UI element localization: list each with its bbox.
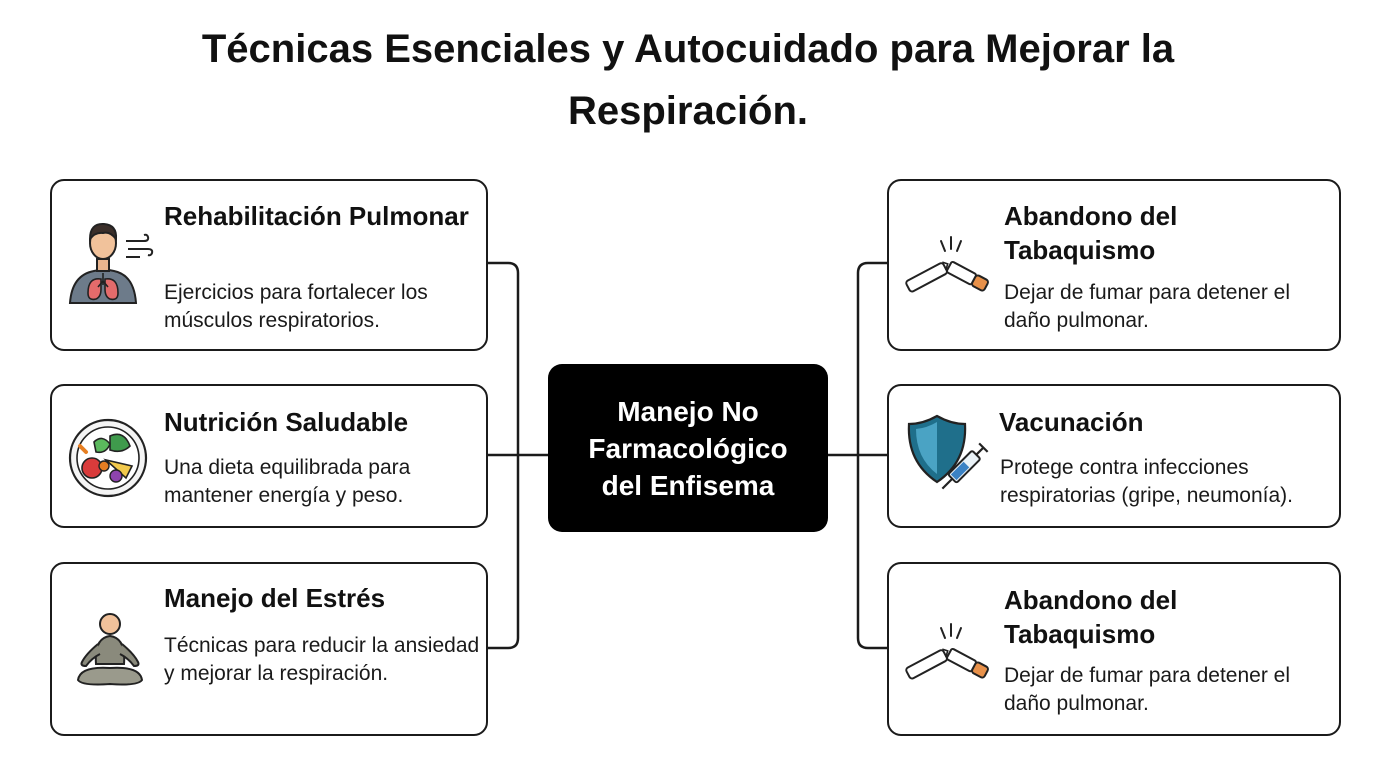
card-rehabilitacion-pulmonar: Rehabilitación Pulmonar Ejercicios para … xyxy=(50,179,488,351)
card-manejo-del-estres: Manejo del Estrés Técnicas para reducir … xyxy=(50,562,488,736)
card-heading: Nutrición Saludable xyxy=(164,407,409,437)
broken-cigarette-icon xyxy=(905,623,989,680)
card-heading: Abandono del Tabaquismo xyxy=(1004,201,1178,265)
lungs-person-icon xyxy=(68,222,154,304)
card-heading: Manejo del Estrés xyxy=(164,583,386,613)
page-title: Técnicas Esenciales y Autocuidado para M… xyxy=(201,27,1175,133)
card-text: Dejar de fumar para detener el daño pulm… xyxy=(1004,664,1290,715)
card-abandono-tabaquismo-2: Abandono del Tabaquismo Dejar de fumar p… xyxy=(887,562,1341,736)
broken-cigarette-icon xyxy=(905,236,989,293)
card-text: Protege contra infecciones respiratorias… xyxy=(1000,456,1293,507)
card-abandono-tabaquismo-1: Abandono del Tabaquismo Dejar de fumar p… xyxy=(887,179,1341,351)
card-heading: Abandono del Tabaquismo xyxy=(1004,585,1178,649)
card-text: Técnicas para reducir la ansiedad y mejo… xyxy=(164,634,480,685)
central-node: Manejo No Farmacológico del Enfisema xyxy=(548,364,828,532)
card-heading: Rehabilitación Pulmonar xyxy=(164,201,469,231)
card-vacunacion: Vacunación Protege contra infecciones re… xyxy=(887,384,1341,528)
card-text: Ejercicios para fortalecer los músculos … xyxy=(164,281,428,332)
card-text: Una dieta equilibrada para mantener ener… xyxy=(164,456,411,507)
card-nutricion-saludable: Nutrición Saludable Una dieta equilibrad… xyxy=(50,384,488,528)
card-text: Dejar de fumar para detener el daño pulm… xyxy=(1004,281,1290,332)
card-heading: Vacunación xyxy=(999,407,1144,437)
food-bowl-icon xyxy=(68,418,148,498)
shield-syringe-icon xyxy=(907,414,989,490)
meditation-icon xyxy=(76,613,144,686)
